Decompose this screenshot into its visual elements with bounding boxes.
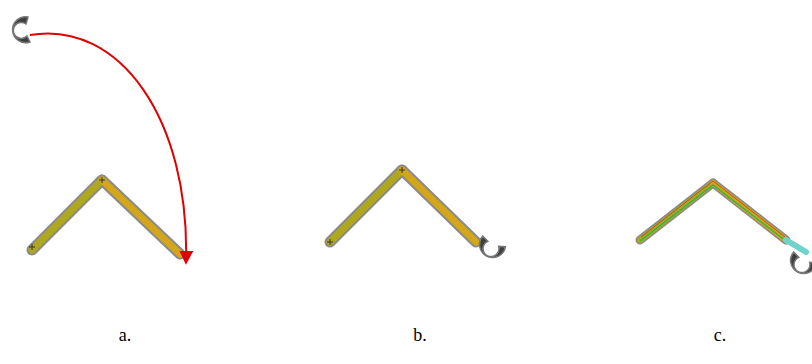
panel-label: a. (119, 325, 132, 346)
panel-label: b. (413, 325, 427, 346)
panel-c-figure (640, 181, 812, 278)
panel-label: c. (714, 325, 727, 346)
panel-b-figure (327, 167, 506, 262)
crescent-part (786, 250, 812, 278)
move-arrow (30, 34, 186, 262)
crescent-part (475, 234, 506, 262)
crescent-part (13, 17, 30, 43)
panel-a-figure (13, 17, 187, 262)
